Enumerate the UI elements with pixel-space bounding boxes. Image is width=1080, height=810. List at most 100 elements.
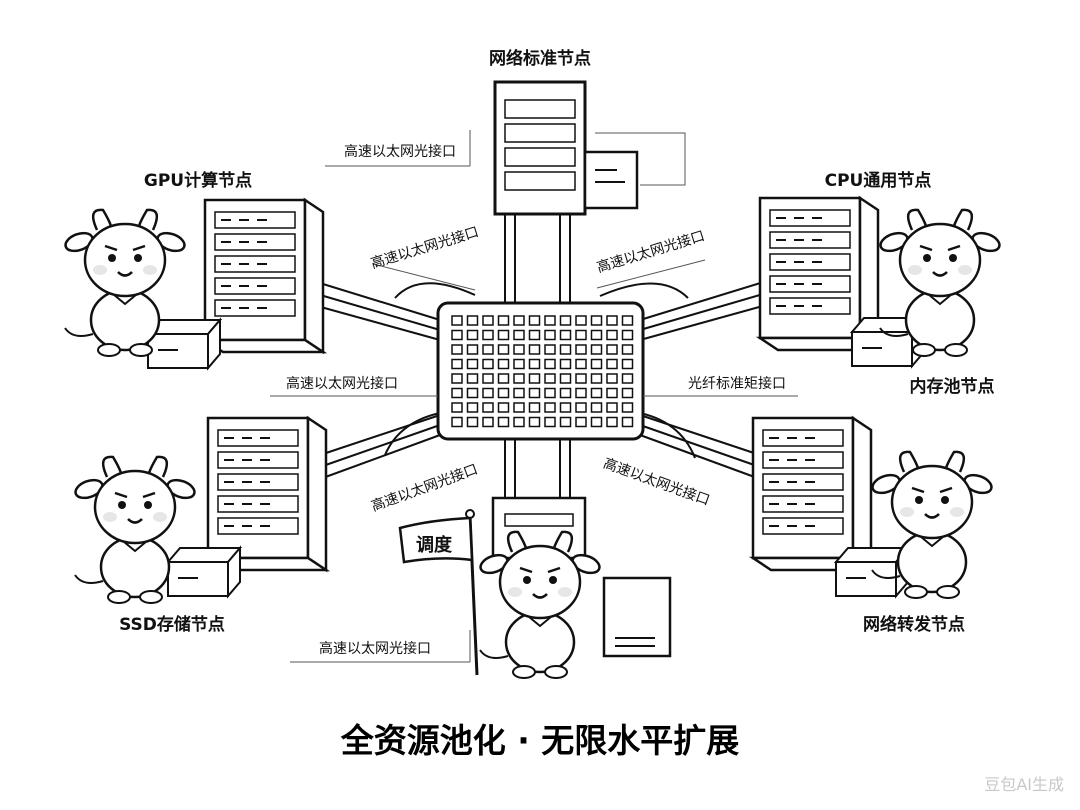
hub-cell <box>528 315 541 326</box>
hub-cell <box>466 344 479 355</box>
hub-cell <box>497 344 510 355</box>
hub-cell <box>513 315 525 326</box>
hub-cell <box>590 402 603 413</box>
hub-cell <box>606 373 618 384</box>
hub-cell <box>590 416 603 428</box>
hub-cell <box>497 329 510 341</box>
hub-cell <box>590 358 603 370</box>
hub-cell <box>451 387 463 399</box>
hub-cell <box>497 358 510 370</box>
hub-cell <box>590 387 603 399</box>
hub-cell <box>497 315 510 326</box>
hub-cell <box>606 387 618 399</box>
hub-cell <box>621 315 634 326</box>
hub-cell <box>466 373 479 384</box>
hub-cell <box>544 402 556 413</box>
hub-cell <box>621 387 634 399</box>
hub-cell <box>528 373 541 384</box>
hub-cell <box>528 416 541 428</box>
diagram-title: 全资源池化 · 无限水平扩展 <box>340 721 740 760</box>
hub-cell <box>513 387 525 399</box>
hub-cell <box>544 416 556 428</box>
interface-label-lower-right: 高速以太网光接口 <box>601 455 712 509</box>
hub-cell <box>544 373 556 384</box>
interface-label-lower-left: 高速以太网光接口 <box>369 461 480 515</box>
hub-cell <box>466 315 479 326</box>
hub-cell <box>513 373 525 384</box>
hub-cell <box>466 402 479 413</box>
hub-cell <box>621 416 634 428</box>
hub-cell <box>528 358 541 370</box>
hub-cell <box>621 329 634 341</box>
network-standard-rack <box>493 80 639 216</box>
hub-cell <box>451 416 463 428</box>
hub-cell <box>559 387 572 399</box>
hub-cell <box>559 358 572 370</box>
hub-cell <box>575 344 587 355</box>
hub-cell <box>513 344 525 355</box>
node-label-memory: 内存池节点 <box>910 376 995 397</box>
hub-cell <box>606 344 618 355</box>
hub-cell <box>482 416 494 428</box>
hub-cell <box>513 402 525 413</box>
interface-label-bottom: 高速以太网光接口 <box>319 640 431 657</box>
hub-cell <box>482 329 494 341</box>
node-label-cpu: CPU通用节点 <box>825 170 932 191</box>
scheduler-rack <box>491 496 672 658</box>
node-label-network-standard: 网络标准节点 <box>489 48 591 69</box>
hub-cell <box>606 315 618 326</box>
hub-cell <box>466 358 479 370</box>
hub-cell <box>497 402 510 413</box>
hub-cell <box>606 358 618 370</box>
hub-cell <box>497 416 510 428</box>
node-label-ssd: SSD存储节点 <box>119 614 225 635</box>
watermark: 豆包AI生成 <box>984 775 1064 794</box>
node-label-gpu: GPU计算节点 <box>144 170 252 191</box>
hub-cell <box>575 315 587 326</box>
hub-cell <box>528 329 541 341</box>
hub-cell <box>606 329 618 341</box>
hub-cell <box>482 315 494 326</box>
hub-cell <box>451 358 463 370</box>
hub-cell <box>482 373 494 384</box>
hub-cell <box>590 373 603 384</box>
hub-cell <box>590 344 603 355</box>
hub-cell <box>497 373 510 384</box>
node-label-net-forward: 网络转发节点 <box>863 614 965 635</box>
interface-label-upper-right: 高速以太网光接口 <box>595 227 707 276</box>
hub-cell <box>466 329 479 341</box>
hub-cell <box>621 358 634 370</box>
hub-cell <box>544 344 556 355</box>
hub-cell <box>590 329 603 341</box>
hub-cell <box>451 329 463 341</box>
hub-cell <box>497 387 510 399</box>
hub-cell <box>482 387 494 399</box>
hub-cell <box>544 315 556 326</box>
hub-cell <box>451 315 463 326</box>
hub-cell <box>590 315 603 326</box>
hub-cell <box>606 402 618 413</box>
hub-cell <box>621 373 634 384</box>
hub-cell <box>575 373 587 384</box>
net-forward-device-box <box>835 547 909 597</box>
interface-label-right: 光纤标准矩接口 <box>688 375 786 392</box>
ssd-device-box <box>167 547 241 597</box>
hub-cell <box>559 329 572 341</box>
hub-cell <box>621 402 634 413</box>
scheduler-flag-label: 调度 <box>416 534 453 556</box>
hub-cell <box>575 402 587 413</box>
scheduler-flag: 调度 <box>398 509 479 676</box>
interface-label-upper-left: 高速以太网光接口 <box>369 223 481 272</box>
hub-cell <box>451 402 463 413</box>
hub-cell <box>559 416 572 428</box>
hub-cell <box>482 358 494 370</box>
hub-cell <box>575 329 587 341</box>
hub-cell <box>575 416 587 428</box>
hub-cell <box>466 416 479 428</box>
gpu-rack <box>203 198 325 354</box>
hub-cell <box>606 416 618 428</box>
hub-cell <box>575 358 587 370</box>
hub-cell <box>528 402 541 413</box>
hub-cell <box>513 358 525 370</box>
